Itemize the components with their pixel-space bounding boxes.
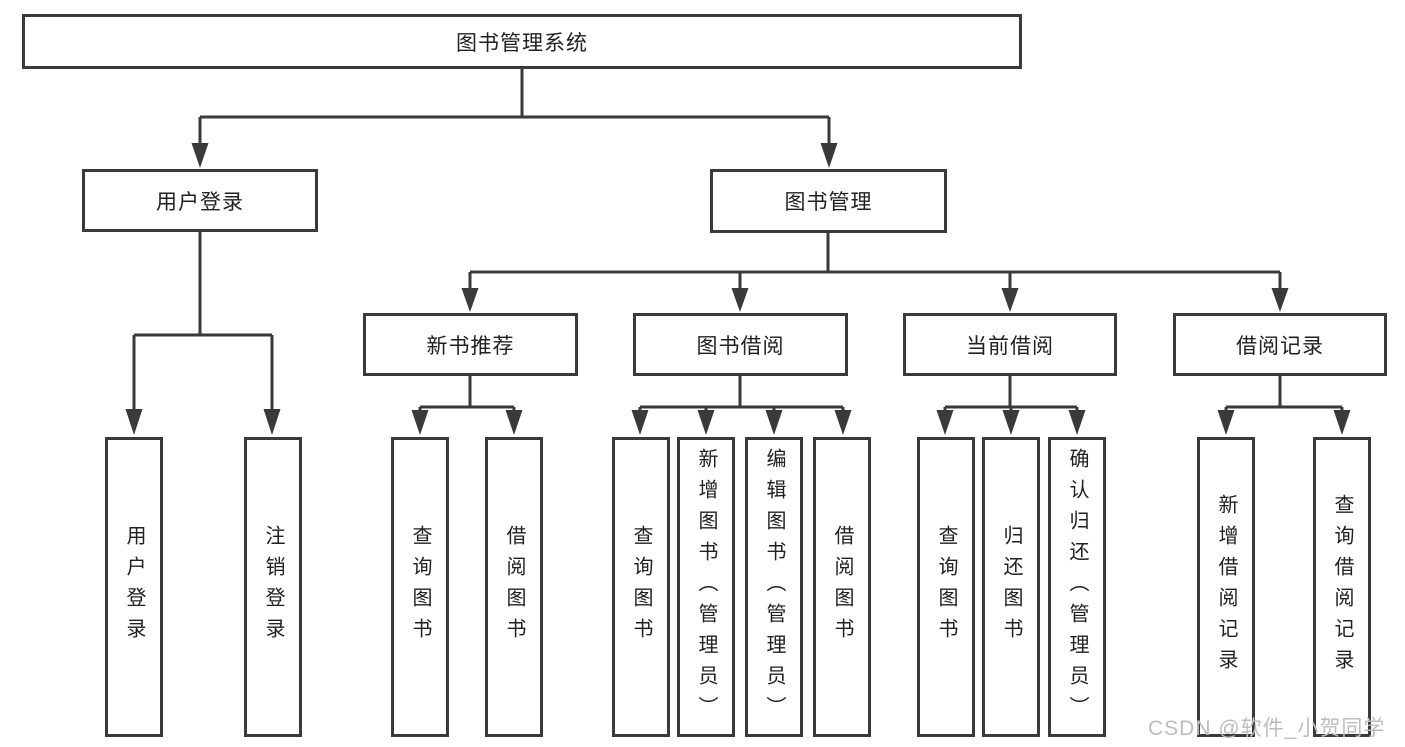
leaf-query-book-borrow: 查询图书 [612, 437, 670, 737]
connector-borrow-record-to-leaves [1217, 376, 1351, 435]
connector-new-book-recommend-to-leaves [411, 376, 523, 435]
leaf-add-borrow-record: 新增借阅记录 [1197, 437, 1255, 737]
connector-current-borrow-to-leaves [936, 376, 1086, 435]
leaf-query-book-current: 查询图书 [917, 437, 975, 737]
connector-root-to-level1 [191, 69, 838, 168]
leaf-borrow-book-recommend: 借阅图书 [485, 437, 543, 737]
leaf-confirm-return-admin: 确认归还（管理员） [1048, 437, 1106, 737]
leaf-user-login: 用户登录 [105, 437, 163, 737]
leaf-return-book: 归还图书 [982, 437, 1040, 737]
node-new-book-recommend: 新书推荐 [363, 313, 578, 376]
node-user-login: 用户登录 [82, 169, 318, 232]
leaf-edit-book-admin: 编辑图书（管理员） [745, 437, 803, 737]
leaf-add-book-admin: 新增图书（管理员） [677, 437, 735, 737]
node-borrow-record: 借阅记录 [1173, 313, 1387, 376]
node-current-borrow: 当前借阅 [903, 313, 1117, 376]
leaf-query-borrow-record: 查询借阅记录 [1313, 437, 1371, 737]
csdn-watermark: CSDN @软件_小贺同学 [1148, 717, 1386, 740]
leaf-query-book-recommend: 查询图书 [391, 437, 449, 737]
connector-book-management-to-level2 [461, 233, 1289, 312]
leaf-logout-login: 注销登录 [244, 437, 302, 737]
connector-book-borrow-to-leaves [631, 376, 852, 435]
node-book-management: 图书管理 [710, 169, 947, 233]
leaf-borrow-book: 借阅图书 [813, 437, 871, 737]
node-book-borrow: 图书借阅 [633, 313, 848, 376]
node-root-system: 图书管理系统 [22, 14, 1022, 69]
connector-user-login-to-leaves [125, 232, 281, 435]
